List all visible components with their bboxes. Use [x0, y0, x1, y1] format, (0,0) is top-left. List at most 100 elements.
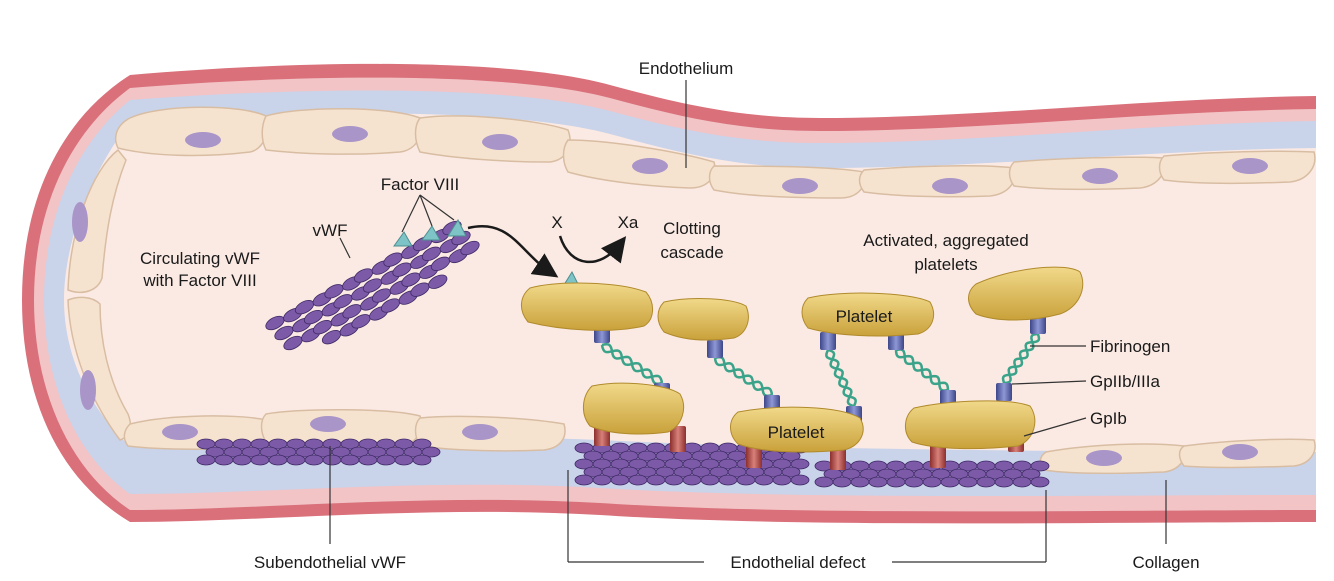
vwf-unit	[736, 474, 756, 486]
vwf-unit	[832, 476, 852, 488]
platelet	[968, 266, 1084, 321]
endothelial-cell	[114, 106, 269, 157]
label-x: X	[551, 213, 562, 232]
gpib-receptor	[930, 444, 946, 468]
cell-nucleus	[185, 132, 221, 148]
vwf-unit	[304, 454, 324, 466]
label-platelet-bottom: Platelet	[768, 423, 825, 442]
activation-arrow	[467, 225, 559, 278]
label-endothelial-defect: Endothelial defect	[730, 553, 865, 572]
vwf-unit	[232, 454, 252, 466]
vwf-unit	[922, 476, 942, 488]
vwf-unit	[268, 454, 288, 466]
factor-viii-icon	[447, 218, 467, 237]
label-circulating-1: Circulating vWF	[140, 249, 260, 268]
platelets	[521, 266, 1084, 453]
label-fibrinogen: Fibrinogen	[1090, 337, 1170, 356]
vwf-unit	[250, 454, 270, 466]
platelet	[905, 400, 1036, 450]
vwf-unit	[358, 454, 378, 466]
label-platelet-top: Platelet	[836, 307, 893, 326]
gpib-receptor	[746, 444, 762, 468]
cell-nucleus	[162, 424, 198, 440]
circulating-vwf-multimer	[265, 220, 480, 351]
cell-nucleus	[632, 158, 668, 174]
vwf-unit	[376, 454, 396, 466]
vwf-unit	[394, 454, 414, 466]
label-gpiib-iiia: GpIIb/IIIa	[1090, 372, 1160, 391]
subendothelial-vwf-multimer	[196, 438, 441, 466]
vwf-unit	[286, 454, 306, 466]
label-vwf: vWF	[313, 221, 348, 240]
cell-nucleus	[72, 202, 88, 242]
vwf-unit	[214, 454, 234, 466]
label-clotting-2: cascade	[660, 243, 723, 262]
vwf-unit	[322, 454, 342, 466]
vwf-unit	[1012, 476, 1032, 488]
cell-nucleus	[1082, 168, 1118, 184]
vwf-unit	[1021, 468, 1041, 480]
factor-viii-icon	[393, 231, 413, 247]
gpiib-iiia-receptor	[996, 383, 1012, 401]
label-xa: Xa	[618, 213, 639, 232]
vwf-unit	[790, 458, 810, 470]
vwf-unit	[958, 476, 978, 488]
endothelium-top	[114, 106, 1316, 199]
vwf-unit	[886, 476, 906, 488]
vwf-unit	[628, 474, 648, 486]
cell-nucleus	[1232, 158, 1268, 174]
gpiib-iiia-receptor	[820, 332, 836, 350]
gpiib-iiia-receptor	[888, 332, 904, 350]
vwf-unit	[868, 476, 888, 488]
cell-nucleus	[1222, 444, 1258, 460]
vwf-unit	[940, 476, 960, 488]
vwf-unit	[781, 466, 801, 478]
fibrinogen-strand	[895, 348, 949, 392]
vwf-unit	[428, 274, 448, 289]
gpib-receptor	[830, 446, 846, 470]
vwf-unit	[1030, 476, 1050, 488]
vwf-unit	[574, 474, 594, 486]
vwf-unit	[412, 454, 432, 466]
vwf-unit	[850, 476, 870, 488]
cell-nucleus	[782, 178, 818, 194]
fibrinogen-strand	[1001, 333, 1041, 384]
gpiib-iiia-receptor	[1030, 316, 1046, 334]
cell-nucleus	[932, 178, 968, 194]
vwf-unit	[754, 474, 774, 486]
platelet	[583, 382, 684, 435]
cell-nucleus	[462, 424, 498, 440]
vwf-unit	[460, 240, 480, 256]
vwf-unit	[412, 438, 432, 450]
vwf-unit	[718, 474, 738, 486]
gpib-receptor	[670, 426, 686, 452]
platelet-labeled	[730, 406, 864, 453]
vwf-unit	[421, 446, 441, 458]
lumen	[64, 113, 1316, 452]
vwf-unit	[904, 476, 924, 488]
vwf-unit	[340, 454, 360, 466]
fibrinogen-strand	[827, 348, 855, 408]
vwf-unit	[772, 474, 792, 486]
platelet-labeled	[801, 292, 934, 337]
endothelial-cell	[67, 148, 127, 294]
cell-nucleus	[310, 416, 346, 432]
gpiib-iiia-receptor	[707, 340, 723, 358]
platelet	[657, 298, 749, 341]
label-factor-viii: Factor VIII	[381, 175, 459, 194]
factor-viii-icon	[421, 225, 441, 241]
vwf-unit	[610, 474, 630, 486]
leader-lines	[329, 80, 1167, 563]
fibrinogen-strand	[714, 355, 773, 398]
fibrinogen-strand	[601, 342, 663, 386]
cell-nucleus	[482, 134, 518, 150]
vwf-unit	[592, 474, 612, 486]
label-gpib: GpIb	[1090, 409, 1127, 428]
vwf-unit	[196, 454, 216, 466]
vwf-unit	[664, 474, 684, 486]
vwf-unit	[700, 474, 720, 486]
vwf-unit	[790, 474, 810, 486]
label-circulating-2: with Factor VIII	[142, 271, 256, 290]
label-subendothelial-vwf: Subendothelial vWF	[254, 553, 406, 572]
